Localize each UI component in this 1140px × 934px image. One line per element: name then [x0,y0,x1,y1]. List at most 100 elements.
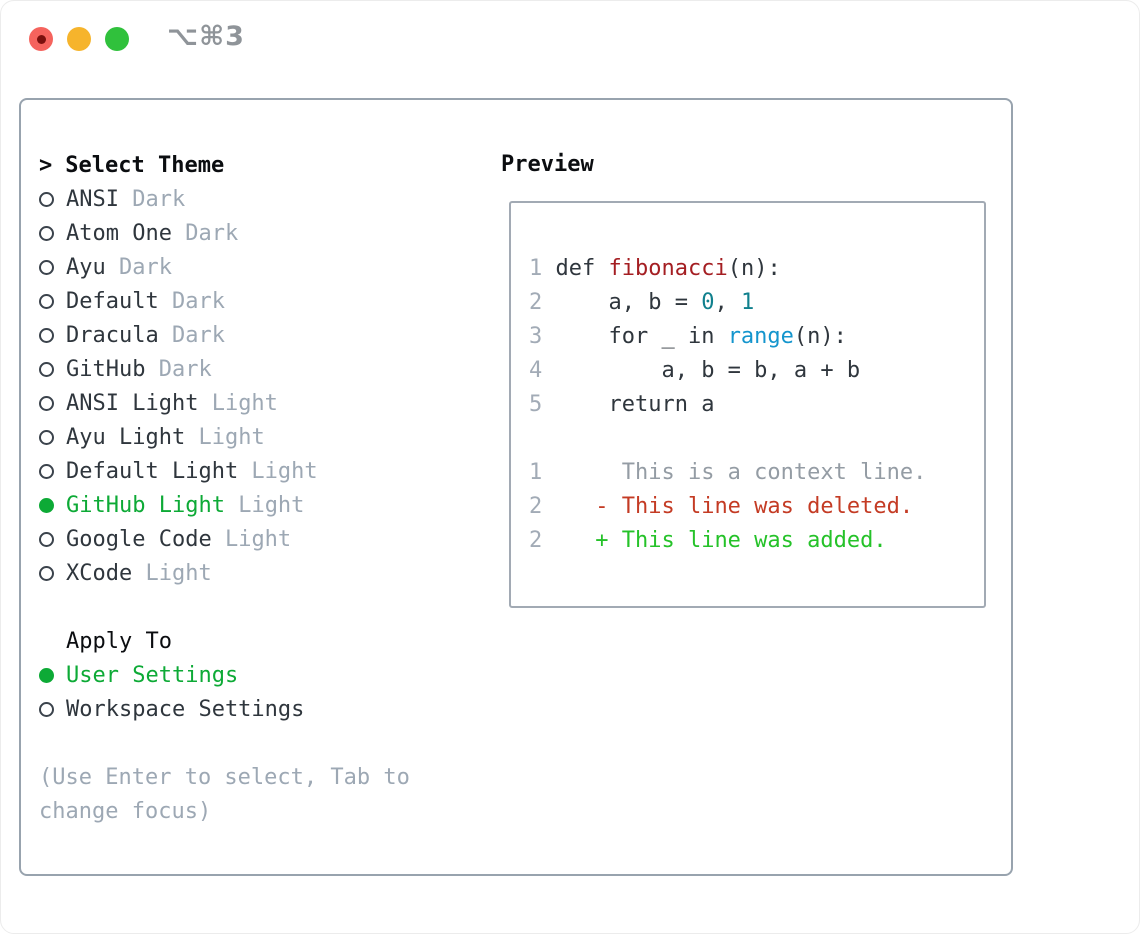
code-token: fibonacci [608,256,728,281]
radio-icon [39,463,54,479]
line-number: 2 [529,528,556,553]
theme-name: Default Light [66,458,239,484]
apply-option-label: User Settings [66,662,239,688]
apply-to-header: Apply To [39,624,410,658]
theme-option[interactable]: XCode Light [39,556,410,590]
theme-option[interactable]: Dracula Dark [39,318,410,352]
apply-option-label: Workspace Settings [66,696,305,722]
theme-option[interactable]: GitHub Light Light [39,488,410,522]
line-number: 2 [529,494,556,519]
code-line: 1 This is a context line. [529,456,984,490]
radio-icon [39,531,54,547]
radio-icon [39,225,54,241]
code-token: for _ in [555,324,728,349]
code-token: 0 [701,290,715,315]
radio-icon [39,327,54,343]
code-line: 2 - This line was deleted. [529,490,984,524]
radio-icon [39,293,54,309]
prompt-icon: > [39,152,53,178]
theme-variant: Light [132,560,212,586]
spacer [39,726,410,760]
code-token: , [714,290,741,315]
code-token: - This line was deleted. [555,494,914,519]
theme-option[interactable]: ANSI Dark [39,182,410,216]
close-button[interactable] [29,27,53,51]
code-line: 2 + This line was added. [529,524,984,558]
radio-icon [39,701,54,717]
code-token: (n): [727,256,781,281]
code-token: + This line was added. [555,528,887,553]
line-number: 1 [529,460,556,485]
radio-icon [39,259,54,275]
theme-name: ANSI [66,186,119,212]
theme-option[interactable]: ANSI Light Light [39,386,410,420]
theme-variant: Light [185,424,265,450]
radio-icon [39,395,54,411]
theme-option[interactable]: GitHub Dark [39,352,410,386]
apply-option[interactable]: User Settings [39,658,410,692]
code-line: 1 def fibonacci(n): [529,252,984,286]
theme-variant: Dark [171,220,239,246]
code-line: 5 return a [529,388,984,422]
code-token: (n): [793,324,847,349]
code-token: def [555,256,609,281]
line-number: 3 [529,324,556,349]
minimize-button[interactable] [67,27,91,51]
line-number: 4 [529,358,556,383]
theme-name: XCode [66,560,133,586]
select-theme-title: Select Theme [65,152,225,178]
code-line: 4 a, b = b, a + b [529,354,984,388]
theme-name: Atom One [66,220,172,246]
theme-name: Google Code [66,526,212,552]
code-token: range [727,324,794,349]
line-number: 2 [529,290,556,315]
code-token: 1 [740,290,755,315]
theme-name: GitHub [66,356,146,382]
theme-option[interactable]: Default Light Light [39,454,410,488]
selected-radio-icon [39,497,54,513]
theme-variant: Dark [158,322,225,348]
theme-variant: Dark [105,254,172,280]
code-line: 3 for _ in range(n): [529,320,984,354]
code-token: This is a context line. [555,460,927,485]
preview-header: Preview [501,152,594,177]
line-number: 1 [529,256,556,281]
theme-variant: Dark [145,356,212,382]
code-line [529,422,984,456]
window-title: ⌥⌘3 [167,21,245,52]
theme-variant: Light [198,390,278,416]
hint-text-line1: (Use Enter to select, Tab to [39,764,410,790]
radio-icon [39,429,54,445]
theme-option[interactable]: Default Dark [39,284,410,318]
theme-name: Ayu [66,254,106,280]
apply-to-title: Apply To [66,628,172,654]
theme-variant: Dark [118,186,186,212]
radio-icon [39,361,54,377]
select-theme-header: > Select Theme [39,148,410,182]
theme-variant: Light [238,458,318,484]
radio-icon [39,191,54,207]
theme-variant: Light [224,492,305,518]
line-number: 5 [529,392,556,417]
theme-name: Default [66,288,159,314]
theme-option[interactable]: Ayu Dark [39,250,410,284]
theme-variant: Dark [158,288,225,314]
code-token: return a [555,392,715,417]
theme-name: GitHub Light [66,492,225,518]
theme-option[interactable]: Ayu Light Light [39,420,410,454]
theme-name: Dracula [66,322,159,348]
theme-option[interactable]: Google Code Light [39,522,410,556]
theme-option[interactable]: Atom One Dark [39,216,410,250]
selected-radio-icon [39,667,54,683]
zoom-button[interactable] [105,27,129,51]
apply-option[interactable]: Workspace Settings [39,692,410,726]
spacer [39,590,410,624]
theme-variant: Light [211,526,292,552]
theme-name: ANSI Light [66,390,199,416]
